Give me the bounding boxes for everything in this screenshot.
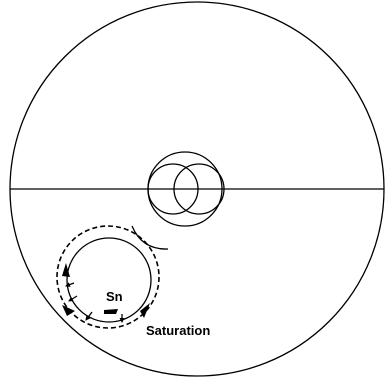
saturation-label: Saturation — [146, 323, 210, 338]
sn-circle — [67, 238, 151, 322]
sn-label: Sn — [106, 289, 123, 304]
bottom-left-arrow-mark — [62, 305, 75, 316]
guide-arc — [132, 226, 168, 249]
bottom-arrow-mark — [104, 309, 118, 314]
